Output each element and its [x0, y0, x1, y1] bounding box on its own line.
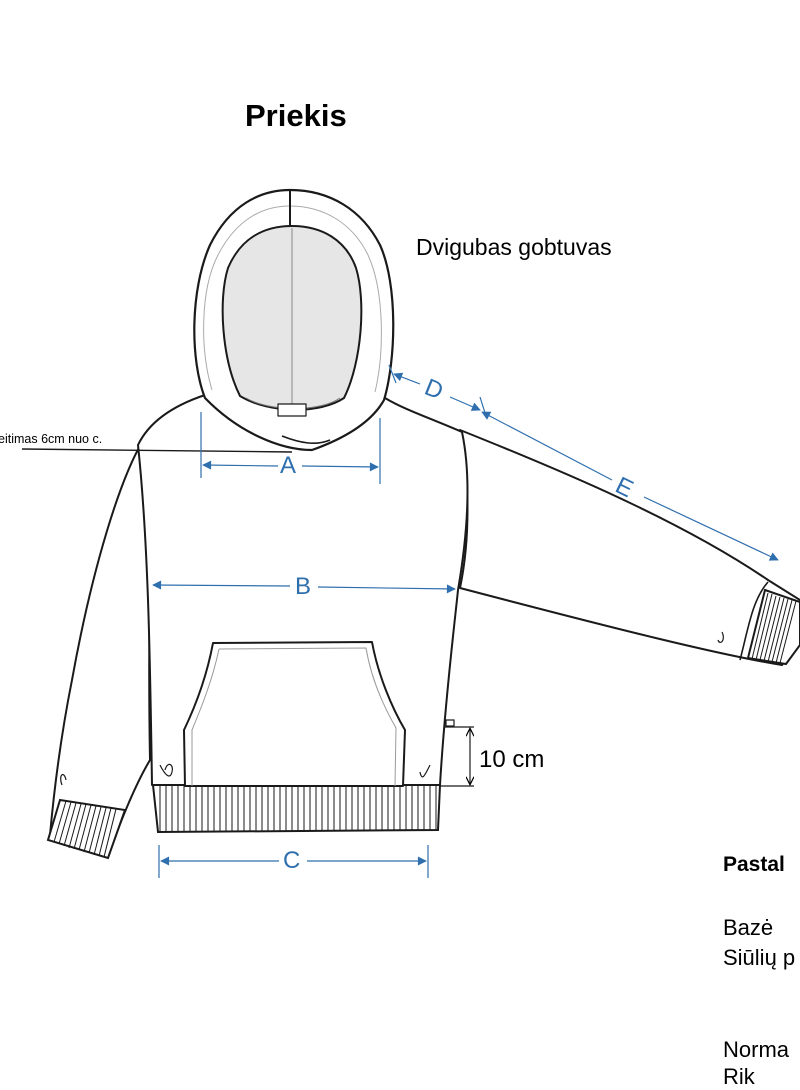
notes-title: Pastal	[723, 853, 785, 876]
notes-line: Norma	[723, 1037, 790, 1062]
pocket-height-label: 10 cm	[479, 746, 545, 773]
side-note-leader	[21, 448, 293, 453]
kangaroo-pocket	[183, 641, 406, 787]
left-cuff	[46, 798, 127, 860]
notes-line: Rik	[723, 1064, 755, 1089]
dimension-b-label: B	[295, 573, 312, 600]
dimension-b	[152, 580, 456, 594]
dimension-a-label: A	[280, 452, 297, 479]
side-note: eitimas 6cm nuo c.	[0, 432, 103, 446]
notes-line: Bazė	[723, 915, 774, 940]
waistband	[151, 784, 442, 834]
dimension-e	[481, 411, 779, 561]
dimension-a	[200, 412, 381, 484]
notes-line: Siūlių p	[723, 945, 796, 970]
left-sleeve	[49, 429, 156, 846]
right-cuff	[746, 588, 800, 666]
hood	[193, 188, 395, 452]
right-sleeve	[459, 429, 800, 666]
dimension-pocket-height	[440, 719, 474, 787]
page-title: Priekis	[245, 98, 347, 133]
dimension-c	[158, 845, 429, 878]
dimension-c-label: C	[283, 847, 301, 874]
hood-note: Dvigubas gobtuvas	[416, 234, 612, 260]
